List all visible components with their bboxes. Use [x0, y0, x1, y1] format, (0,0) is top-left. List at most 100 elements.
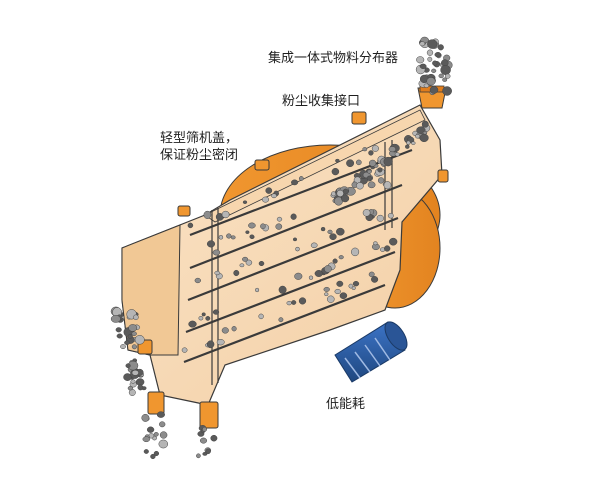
rock-particle [291, 300, 297, 305]
rock-particle [245, 230, 250, 234]
rock-particle [233, 269, 240, 277]
rock-particle [201, 312, 206, 317]
low-energy-label: 低能耗 [326, 397, 366, 412]
rock-particle [291, 179, 299, 186]
rock-particle [260, 223, 266, 230]
rock-particle [327, 295, 335, 303]
rock-particle [231, 326, 237, 332]
deck-line [187, 216, 399, 302]
rock-particle [278, 285, 287, 294]
rock-particle [116, 333, 123, 339]
rock-particle [377, 167, 383, 173]
rock-particle [419, 41, 426, 47]
rock-particle [442, 77, 448, 82]
rock-particle [351, 247, 360, 257]
rock-particle [202, 426, 208, 432]
rock-particle [255, 287, 260, 293]
rock-particle [419, 133, 429, 143]
rock-particle [335, 158, 340, 163]
rock-particle [146, 426, 155, 433]
rock-particle [338, 255, 344, 260]
rock-particle [334, 288, 341, 295]
rock-particle [368, 159, 377, 167]
rock-particle [202, 452, 208, 456]
rock-particle [438, 73, 444, 79]
rock-particle [444, 73, 451, 79]
rock-particle [323, 286, 330, 292]
rock-particle [221, 327, 229, 334]
rock-particle [153, 432, 159, 437]
rock-particle [128, 324, 138, 332]
rock-particle [115, 327, 122, 333]
rock-particle [134, 335, 145, 345]
rock-particle [203, 210, 212, 219]
rock-particle [331, 191, 336, 197]
rock-particle [362, 147, 368, 152]
rock-particle [125, 363, 131, 369]
rock-particle [371, 145, 379, 152]
rock-particle [387, 212, 394, 219]
rock-particle [389, 237, 398, 246]
rock-particle [124, 340, 130, 345]
outlet-chutes [137, 339, 219, 429]
rock-particle [150, 453, 156, 460]
rock-particle [336, 227, 345, 236]
rock-particle [427, 56, 433, 62]
rock-particle [271, 193, 277, 199]
rock-particle [187, 222, 194, 229]
rock-particle [158, 439, 169, 449]
rock-particle [405, 144, 410, 149]
rock-particle [332, 258, 338, 264]
rock-particle [249, 234, 255, 239]
rock-particle [388, 146, 396, 153]
rock-particle [423, 83, 430, 88]
rock-particle [416, 56, 425, 64]
rock-particle [198, 316, 204, 321]
rock-particle [214, 270, 221, 276]
integrated-distributor-label: 集成一体式物料分布器 [268, 51, 399, 66]
rock-particle [426, 77, 436, 86]
rock-particle [131, 369, 139, 376]
rock-particle [292, 237, 298, 242]
rock-particle [383, 156, 393, 167]
rock-particle [336, 189, 344, 197]
rock-particle [373, 241, 378, 246]
rock-particle [188, 320, 197, 328]
rock-particle [218, 235, 224, 240]
rock-particle [422, 130, 428, 135]
material-particles [110, 36, 453, 460]
rock-particle [442, 86, 452, 96]
rock-particle [419, 63, 427, 69]
rock-particle [366, 175, 373, 181]
mounting-lugs [177, 111, 449, 217]
rock-particle [205, 448, 211, 455]
rock-particle [276, 216, 283, 222]
deck-line [189, 183, 403, 270]
rock-particle [406, 140, 411, 145]
rock-particle [230, 235, 236, 240]
rock-particle [331, 167, 340, 176]
vibration-motor-icon [334, 321, 408, 383]
rock-particle [181, 347, 188, 353]
rock-particle [142, 436, 151, 443]
rock-particle [212, 249, 221, 256]
rock-particle [298, 297, 307, 305]
rock-particle [159, 421, 166, 428]
rock-particle [329, 233, 337, 241]
rock-particle [131, 331, 137, 336]
rock-particle [320, 226, 326, 232]
rock-particle [212, 309, 220, 315]
deck-line [185, 250, 396, 334]
rock-particle [137, 384, 144, 391]
rock-particle [221, 210, 230, 219]
rock-particle [427, 39, 438, 49]
rock-particle [324, 292, 329, 297]
rock-particle [258, 260, 265, 267]
rock-particle [194, 277, 201, 284]
rock-particle [339, 292, 348, 300]
rock-particle [308, 275, 314, 280]
rock-particle [371, 276, 379, 283]
rock-particle [411, 141, 416, 145]
rock-particle [130, 379, 136, 384]
